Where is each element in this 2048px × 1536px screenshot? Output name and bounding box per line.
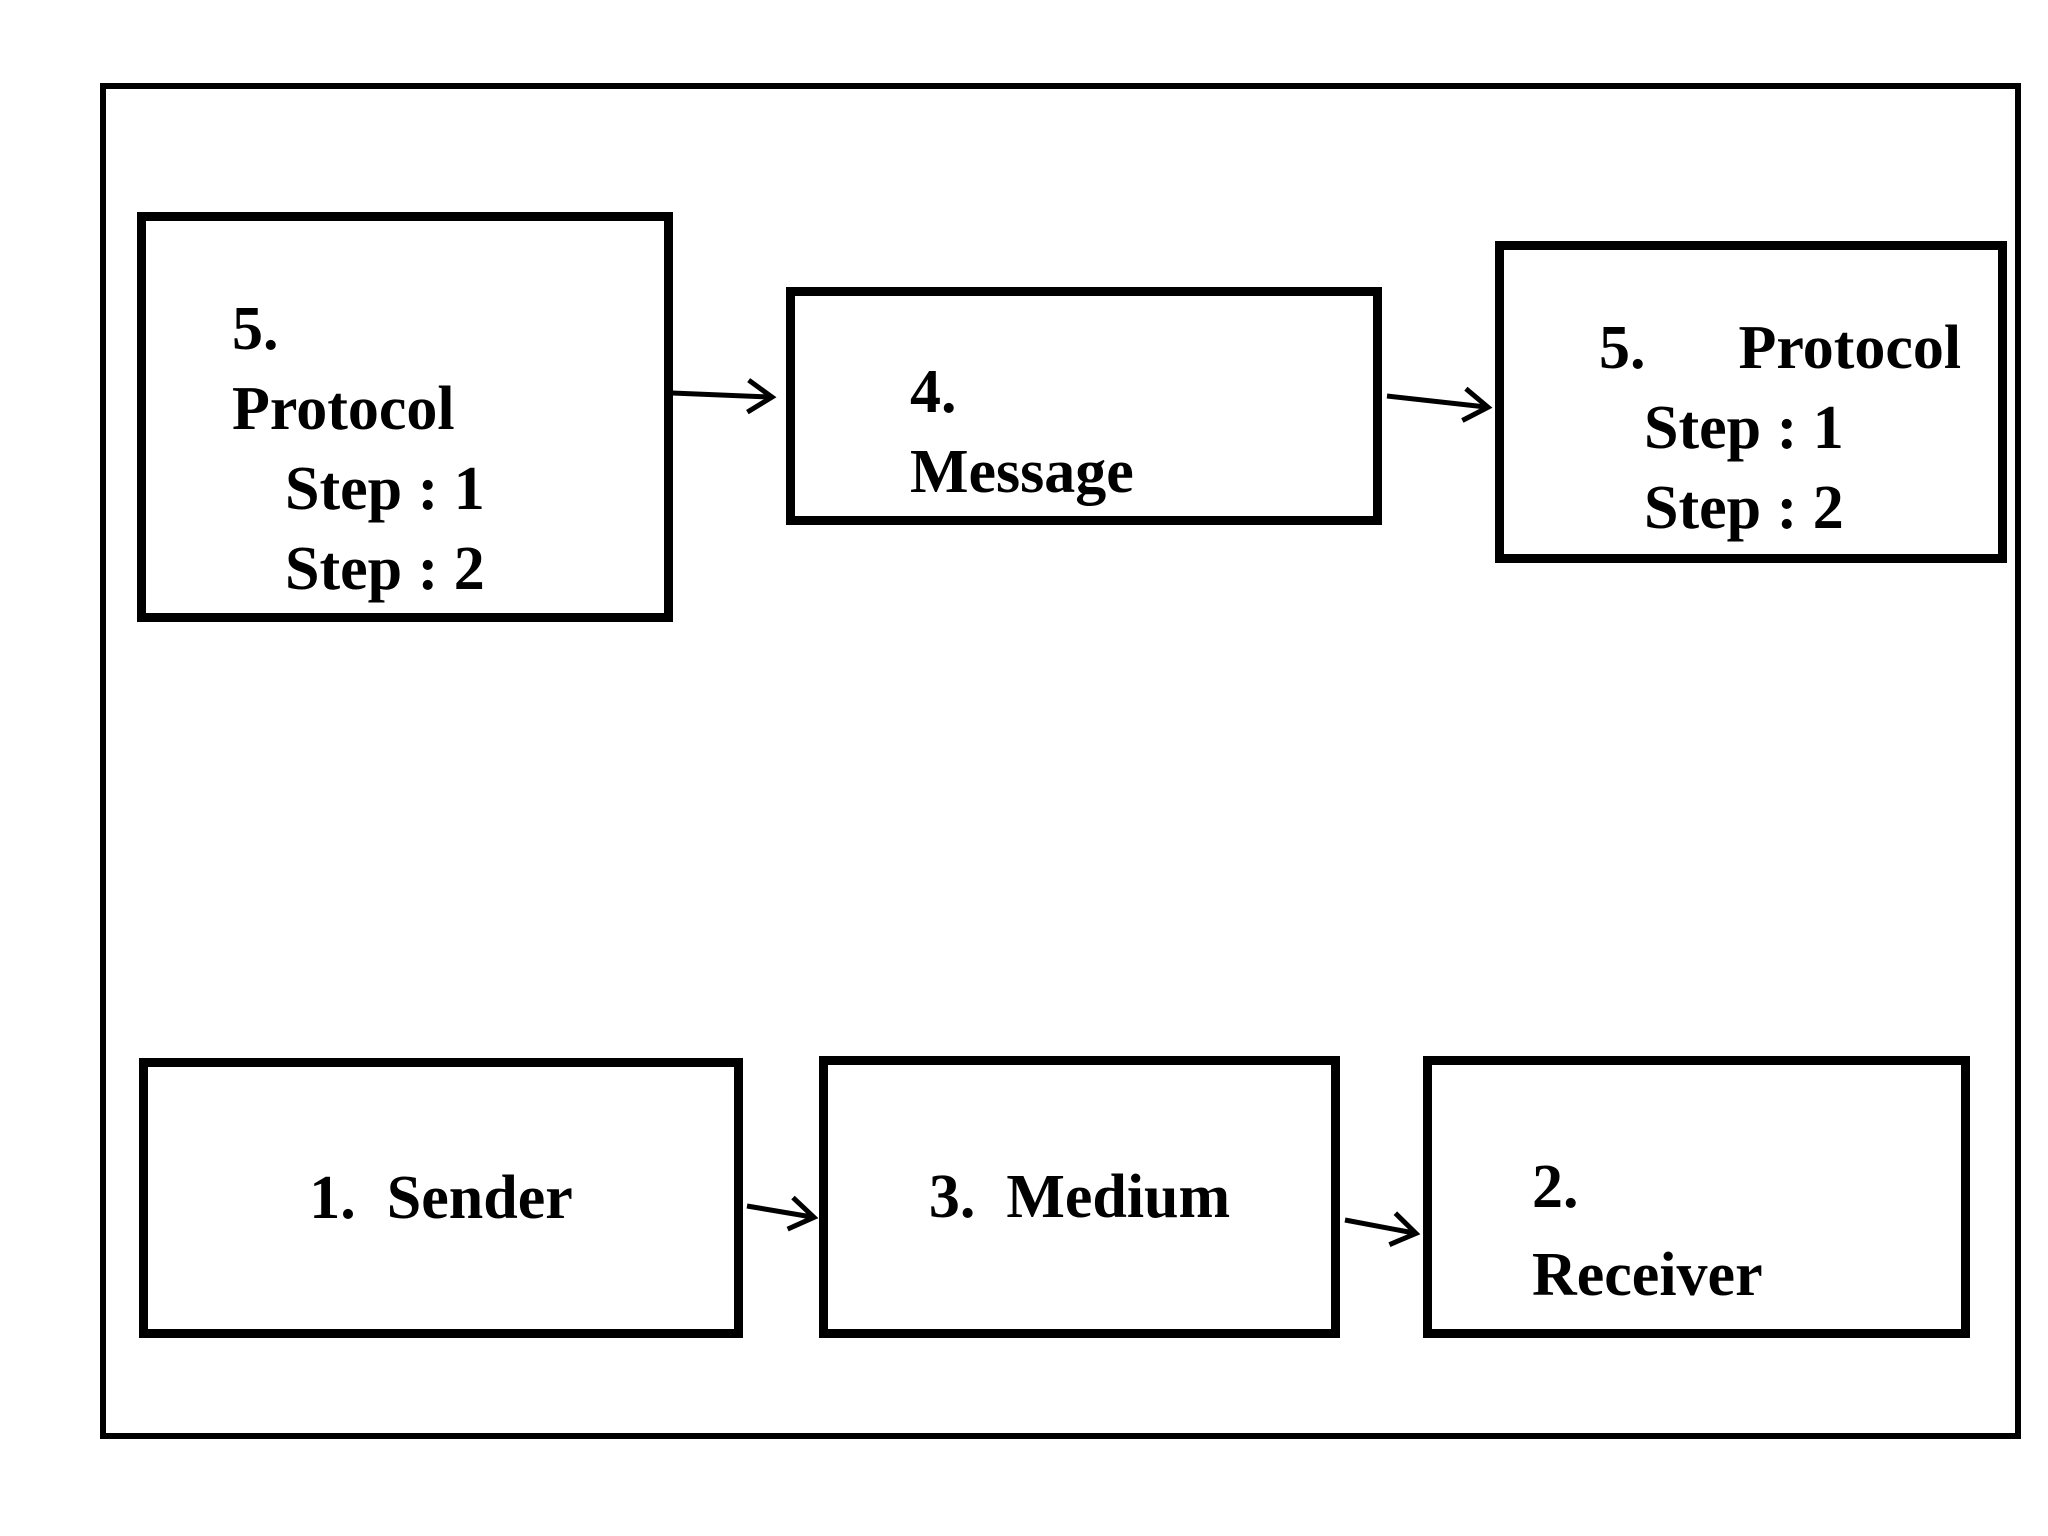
- protocol-receiver-step-2: Step : 2: [1644, 474, 1844, 542]
- message-box: 4. Message: [786, 287, 1382, 525]
- receiver-number: 2.: [1532, 1153, 1579, 1221]
- medium-box: 3. Medium: [819, 1056, 1340, 1338]
- protocol-sender-number: 5.: [232, 295, 279, 363]
- protocol-sender-box: 5. Protocol Step : 1 Step : 2: [137, 212, 673, 622]
- message-number: 4.: [910, 358, 957, 426]
- receiver-label: Receiver: [1532, 1241, 1763, 1309]
- protocol-receiver-step-1: Step : 1: [1644, 394, 1844, 462]
- protocol-sender-step-2: Step : 2: [285, 535, 485, 603]
- protocol-receiver-title: 5. Protocol: [1599, 314, 1962, 382]
- message-title: Message: [910, 438, 1134, 506]
- protocol-receiver-box: 5. Protocol Step : 1 Step : 2: [1495, 241, 2007, 563]
- sender-box: 1. Sender: [139, 1058, 743, 1338]
- receiver-box: 2. Receiver: [1423, 1056, 1970, 1338]
- medium-label: 3. Medium: [928, 1163, 1231, 1231]
- sender-label: 1. Sender: [309, 1164, 573, 1232]
- protocol-sender-title: Protocol: [232, 375, 455, 443]
- protocol-sender-step-1: Step : 1: [285, 455, 485, 523]
